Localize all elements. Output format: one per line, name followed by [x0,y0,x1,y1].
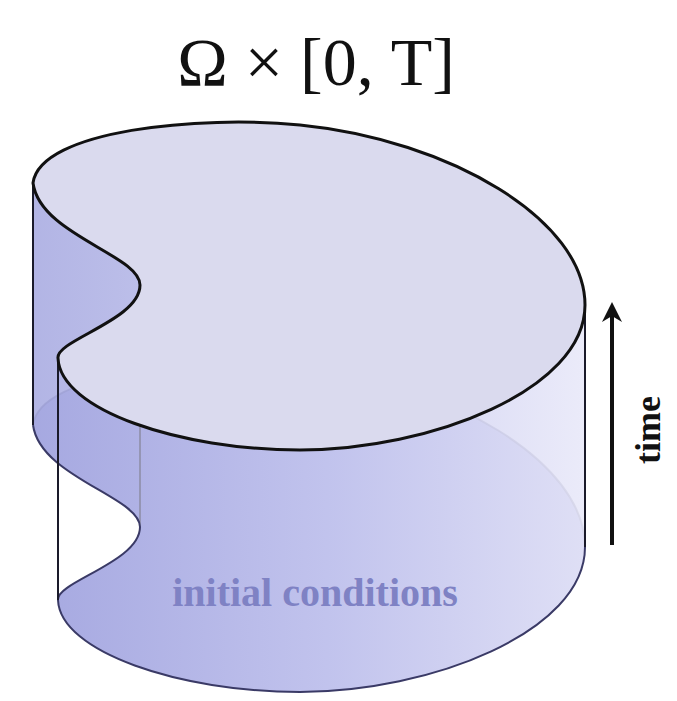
time-arrow [610,312,614,545]
vertical-edge [32,183,34,425]
title: Ω × [0, T] [177,23,455,102]
bottom-edge [33,425,585,692]
vertical-edge [57,358,59,600]
face-label: initial conditions [172,569,458,616]
top-face [33,122,585,450]
axis-label: time [627,396,669,464]
vertical-edge [584,305,586,547]
